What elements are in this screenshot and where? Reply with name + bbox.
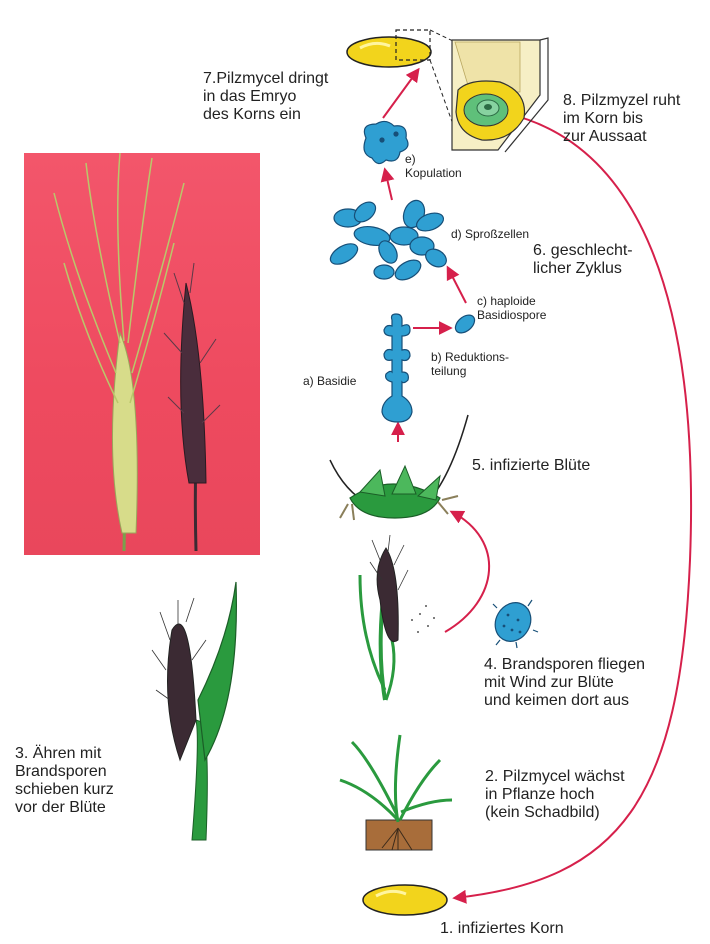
label-step3: 3. Ähren mit Brandsporen schieben kurz v…: [15, 745, 114, 817]
embryo-magnified-icon: [452, 38, 548, 152]
grain-top-icon: [347, 30, 455, 130]
label-sub-e: e) Kopulation: [405, 152, 462, 180]
label-step8: 8. Pilzmyzel ruht im Korn bis zur Aussaa…: [563, 92, 680, 146]
arrow-kopulation-to-grain: [383, 70, 418, 118]
label-sub-a: a) Basidie: [303, 374, 356, 388]
arrow-spore-to-sprout: [448, 268, 466, 303]
arrow-sprout-to-kopulation: [385, 170, 392, 200]
barley-photo: [24, 153, 260, 555]
label-step5: 5. infizierte Blüte: [472, 457, 590, 475]
young-plant-icon: [340, 735, 452, 850]
large-smutted-ear-icon: [152, 582, 236, 840]
label-step7: 7.Pilzmycel dringt in das Emryo des Korn…: [203, 70, 328, 124]
label-step4: 4. Brandsporen fliegen mit Wind zur Blüt…: [484, 656, 645, 710]
barley-photo-drawing: [24, 153, 260, 555]
label-step6: 6. geschlecht- licher Zyklus: [533, 242, 633, 278]
smutted-ear-icon: [360, 535, 435, 700]
label-sub-b: b) Reduktions- teilung: [431, 350, 509, 378]
sprout-cells-icon: [327, 197, 450, 284]
arrow-spores-to-flower: [445, 512, 489, 632]
label-sub-c: c) haploide Basidiospore: [477, 294, 546, 322]
label-sub-d: d) Sproßzellen: [451, 227, 529, 241]
basidiospore-icon: [452, 312, 478, 337]
grain-bottom-icon: [363, 885, 447, 915]
brandspore-icon: [488, 596, 538, 648]
kopulation-cell-icon: [364, 121, 408, 163]
basidie-icon: [382, 314, 412, 422]
label-step1: 1. infiziertes Korn: [440, 920, 564, 938]
label-step2: 2. Pilzmycel wächst in Pflanze hoch (kei…: [485, 768, 625, 822]
